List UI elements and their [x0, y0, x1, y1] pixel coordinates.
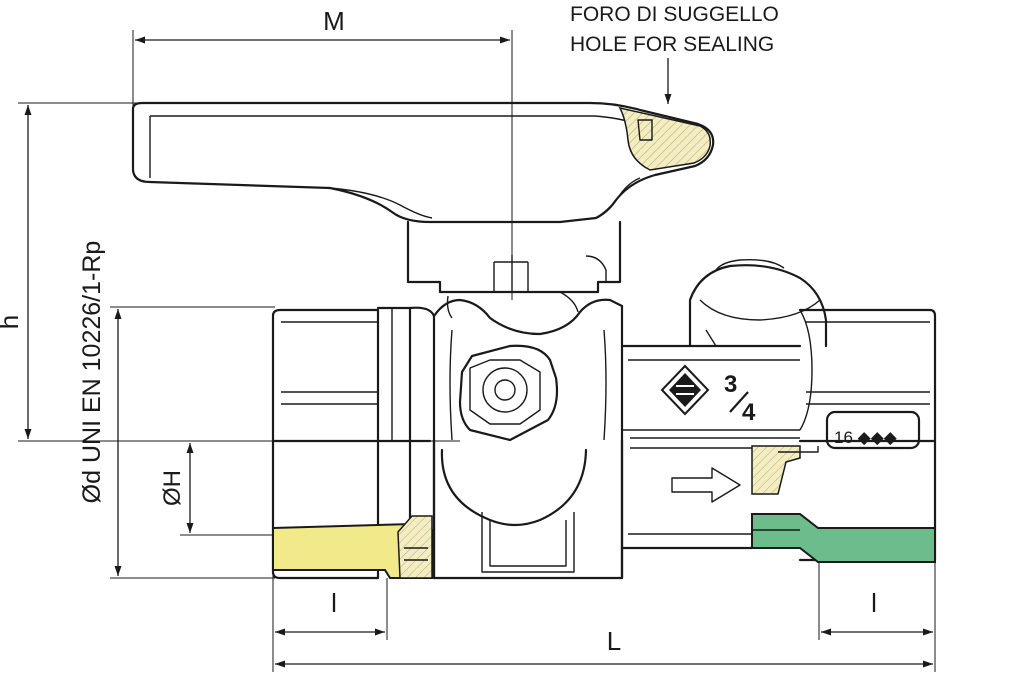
size-denominator: 4: [742, 399, 756, 426]
brand-logo: [660, 364, 710, 416]
dimension-d-rp: Ød UNI EN 10226/1-Rp: [78, 241, 275, 579]
size-numerator: 3: [724, 371, 737, 398]
pressure-marking: 16 ◆◆◆: [834, 428, 898, 447]
dimension-l-total-label: L: [607, 626, 621, 656]
valve-stem: [406, 220, 622, 294]
flow-direction-arrow: [671, 467, 741, 503]
sealing-hole-callout: FORO DI SUGGELLO HOLE FOR SEALING: [570, 3, 779, 104]
dimension-h: h: [0, 102, 460, 442]
left-thread-section: [272, 515, 433, 579]
dimension-h-label: h: [0, 315, 24, 329]
sealing-hole-section: [618, 106, 712, 171]
dimension-l-total: L: [275, 626, 933, 668]
dimension-h-bore: ØH: [159, 440, 275, 536]
dimension-l-right: l: [818, 560, 936, 672]
right-thread-section: [751, 513, 936, 563]
dimension-m-label: M: [323, 6, 345, 36]
dimension-d-rp-label: Ød UNI EN 10226/1-Rp: [78, 241, 106, 504]
valve-lever-handle: [131, 101, 715, 224]
dimension-l-left-label: l: [331, 588, 337, 618]
valve-body: 16 ◆◆◆ 3 4: [271, 258, 937, 580]
right-thread-fill: [751, 513, 936, 563]
sealing-hole-label-en: HOLE FOR SEALING: [570, 33, 774, 56]
dimension-h-bore-label: ØH: [159, 470, 186, 506]
dimension-m: M: [132, 6, 513, 300]
dimension-l-left: l: [272, 575, 388, 672]
dimension-l-right-label: l: [871, 588, 877, 618]
sealing-hole-label-it: FORO DI SUGGELLO: [570, 3, 779, 26]
